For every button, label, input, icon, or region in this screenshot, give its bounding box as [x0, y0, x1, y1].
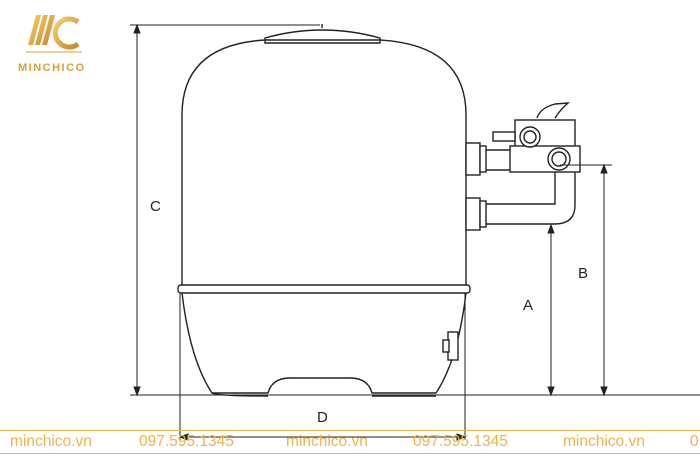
footer-website: minchico.vn	[563, 433, 645, 450]
footer-phone: 097.595.1345	[139, 433, 234, 450]
brand-name: MINCHICO	[18, 62, 86, 74]
filter-tank	[177, 24, 581, 397]
dimension-label-b: B	[578, 265, 588, 282]
footer-website: minchico.vn	[10, 433, 92, 450]
dimension-label-d: D	[317, 409, 328, 426]
footer-website: minchico.vn	[286, 433, 368, 450]
footer-phone: 0	[690, 433, 699, 450]
dimension-label-a: A	[523, 297, 533, 314]
footer-phone: 097.595.1345	[413, 433, 508, 450]
watermark-footer: minchico.vn 097.595.1345 minchico.vn 097…	[0, 430, 700, 454]
dimension-lines	[130, 23, 700, 441]
dimension-label-c: C	[150, 198, 161, 215]
logo-mark	[26, 15, 82, 53]
